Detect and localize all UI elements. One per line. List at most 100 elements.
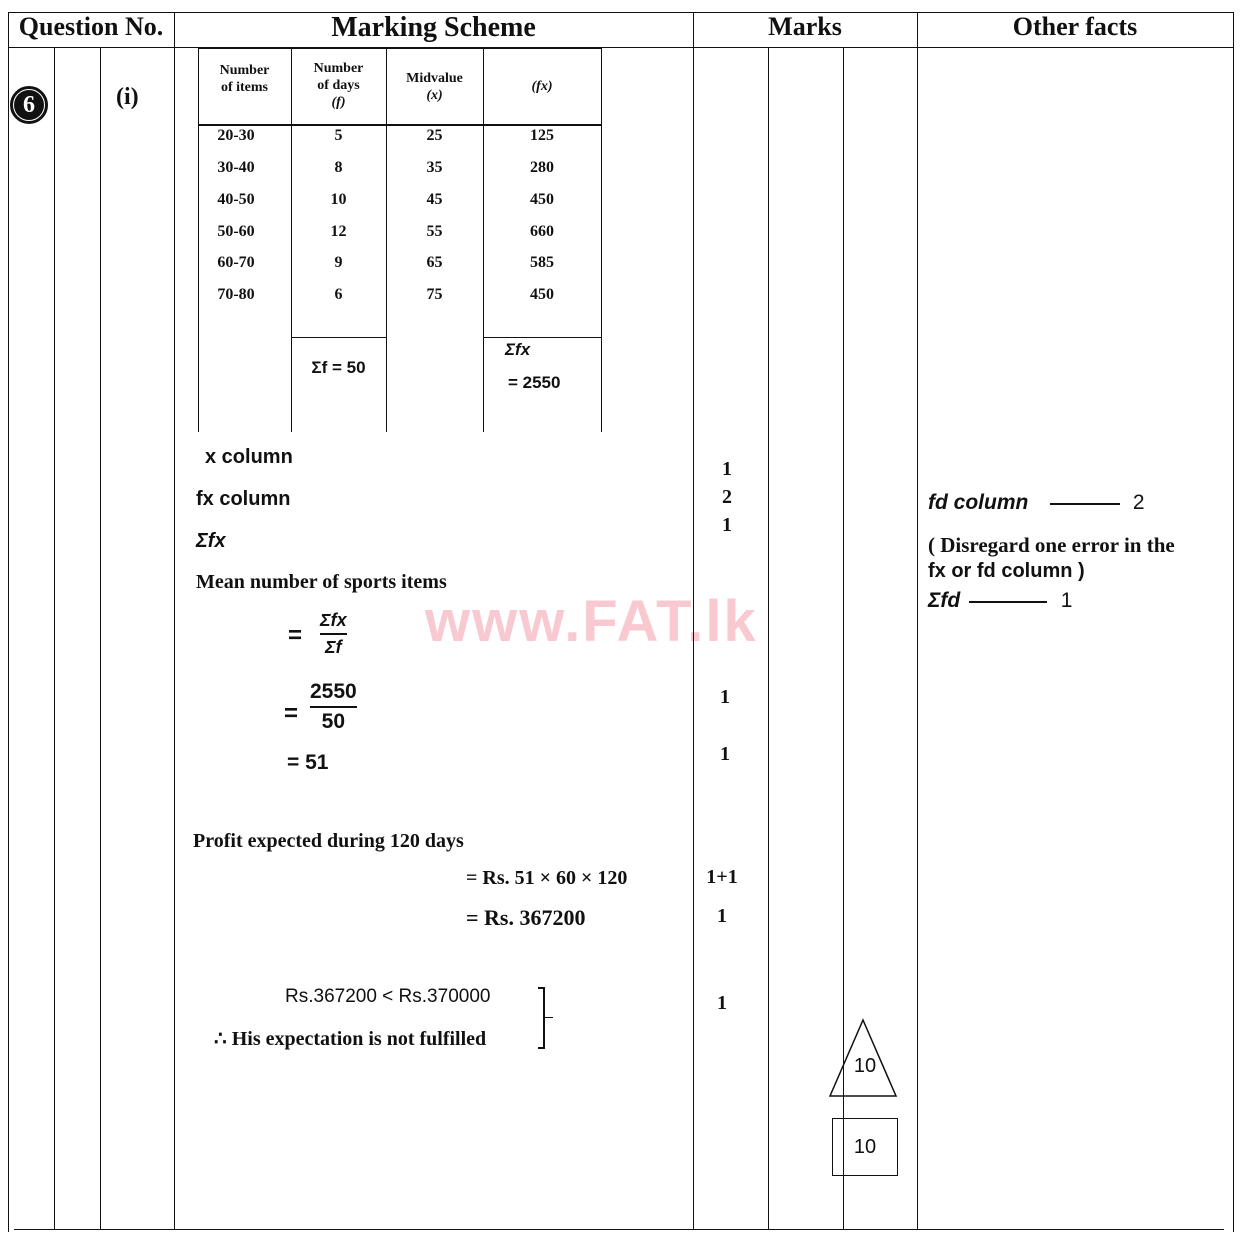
fraction-numerator: Σfx	[320, 610, 347, 630]
table-col3	[483, 48, 484, 432]
cell-items: 50-60	[217, 223, 255, 240]
cell-x: 65	[426, 254, 443, 271]
cell-x: 75	[426, 286, 443, 303]
mean-label: Mean number of sports items	[196, 571, 447, 593]
cell-f: 10	[330, 191, 347, 208]
fraction-bar	[310, 706, 357, 708]
other-note-line2: fx or fd column )	[928, 560, 1085, 582]
th-midvalue: Midvalue(x)	[406, 71, 463, 103]
col-line-marks2	[843, 47, 844, 1230]
fraction-bar	[320, 633, 347, 635]
fraction-denominator: 50	[321, 710, 346, 733]
triangle-total-icon	[828, 1018, 898, 1097]
cell-x: 25	[426, 127, 443, 144]
sum-fd-marks: 1	[1060, 589, 1073, 612]
sum-fd-label: Σfd	[928, 589, 961, 612]
col-line-scheme-right	[693, 12, 694, 1230]
question-number: 6	[14, 90, 44, 120]
fraction-values: 2550 50	[310, 680, 357, 734]
cell-x: 55	[426, 223, 443, 240]
mark-profit-result: 1	[717, 905, 727, 927]
question-number-badge: 6	[10, 86, 48, 124]
table-col1	[291, 48, 292, 432]
mark-x-column: 1	[722, 458, 732, 480]
cell-fx: 450	[530, 286, 554, 303]
x-column-label: x column	[205, 446, 293, 468]
col-line-q2	[100, 47, 101, 1230]
cell-f: 5	[334, 127, 343, 144]
other-fd-column: fd column 2	[928, 490, 1145, 515]
cell-items: 40-50	[217, 191, 255, 208]
cell-f: 12	[330, 223, 347, 240]
question-part: (i)	[116, 84, 139, 110]
fraction-denominator: Σf	[325, 637, 342, 657]
header-other-facts: Other facts	[1012, 12, 1138, 41]
table-header-bottom	[198, 124, 602, 126]
cell-items: 30-40	[217, 159, 255, 176]
col-line-q1	[54, 47, 55, 1230]
col-line-scheme-left	[174, 12, 175, 1230]
box-total: 10	[832, 1118, 898, 1176]
header-marking-scheme: Marking Scheme	[331, 12, 536, 43]
dash	[1049, 503, 1120, 506]
other-sum-fd: Σfd 1	[928, 588, 1072, 613]
cell-items: 70-80	[217, 286, 255, 303]
cell-fx: 585	[530, 254, 554, 271]
header-bottom-border	[8, 47, 1234, 48]
bracket-tick	[545, 1017, 553, 1018]
cell-f: 9	[334, 254, 343, 271]
table-col0	[198, 48, 199, 432]
mark-result: 1	[720, 743, 730, 765]
profit-calc: = Rs. 51 × 60 × 120	[466, 867, 628, 889]
conclusion: ∴ His expectation is not fulfilled	[214, 1028, 487, 1050]
th-fx: (fx)	[531, 79, 553, 94]
sum-fx-label: Σfx	[196, 530, 226, 552]
other-note-line1: ( Disregard one error in the	[928, 533, 1175, 557]
right-bracket	[538, 987, 545, 1049]
profit-label: Profit expected during 120 days	[193, 830, 464, 852]
table-top	[198, 48, 602, 49]
sum-f: Σf = 50	[311, 358, 366, 377]
eq-sign-1: =	[288, 622, 303, 649]
fraction-numerator: 2550	[310, 680, 357, 703]
col-line-left	[8, 12, 9, 1232]
sum-f-top	[291, 337, 386, 338]
bottom-border	[14, 1229, 1224, 1230]
mean-result: = 51	[287, 751, 329, 774]
cell-x: 35	[426, 159, 443, 176]
watermark: www.FAT.lk	[425, 589, 758, 654]
mark-conclusion: 1	[717, 992, 727, 1014]
col-line-marks1	[768, 47, 769, 1230]
mark-sum-fx: 1	[722, 514, 732, 536]
cell-fx: 280	[530, 159, 554, 176]
cell-x: 45	[426, 191, 443, 208]
col-line-marks-right	[917, 12, 918, 1230]
comparison: Rs.367200 < Rs.370000	[285, 986, 491, 1007]
table-col4	[601, 48, 602, 432]
sum-fx-label: Σfx	[505, 340, 531, 359]
header-marks: Marks	[768, 12, 842, 41]
table-col2	[386, 48, 387, 432]
profit-result: = Rs. 367200	[466, 905, 586, 930]
top-border	[8, 12, 1234, 13]
cell-fx: 450	[530, 191, 554, 208]
cell-fx: 125	[530, 127, 554, 144]
dash	[969, 601, 1048, 604]
eq-sign-2: =	[284, 700, 299, 727]
sum-fx-value: = 2550	[508, 373, 561, 392]
cell-items: 20-30	[217, 127, 255, 144]
cell-items: 60-70	[217, 254, 255, 271]
triangle-total: 10	[853, 1055, 877, 1077]
mark-profit-calc: 1+1	[706, 866, 738, 888]
cell-fx: 660	[530, 223, 554, 240]
mark-fraction: 1	[720, 686, 730, 708]
cell-f: 6	[334, 286, 343, 303]
fx-column-label: fx column	[196, 488, 291, 510]
fd-column-label: fd column	[928, 491, 1029, 514]
sum-fx-top	[483, 337, 601, 338]
fraction-formula: Σfx Σf	[320, 610, 347, 658]
mark-fx-column: 2	[722, 486, 732, 508]
col-line-right	[1233, 12, 1234, 1232]
